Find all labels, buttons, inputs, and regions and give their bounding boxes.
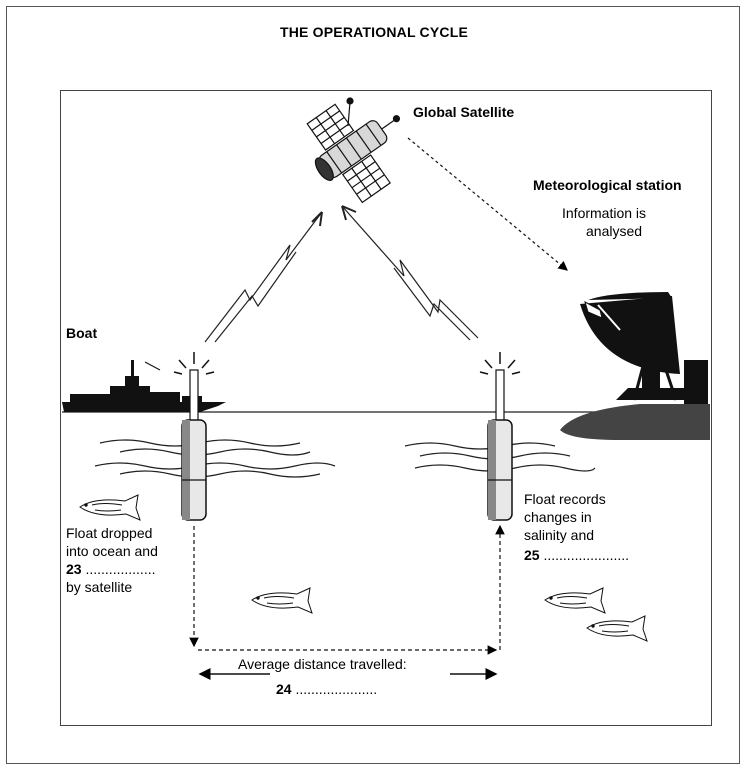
question-24[interactable]: 24 .....................: [276, 680, 377, 698]
question-23-blank[interactable]: ..................: [85, 561, 156, 577]
right-float-icon: [479, 352, 521, 521]
data-transfer-arrow: [407, 137, 568, 271]
station-info-line-1: Information is: [562, 205, 647, 221]
station-label: Meteorological station: [533, 177, 682, 193]
signal-left-icon: [204, 211, 323, 343]
left-text-line-1: Float dropped: [66, 525, 153, 541]
right-text-line-3: salinity and: [524, 527, 595, 543]
boat-icon: [62, 360, 226, 412]
fish-icon: [251, 587, 313, 614]
left-text-line-4: by satellite: [66, 579, 133, 595]
satellite-icon: [306, 97, 401, 204]
diagram-frame: [60, 90, 712, 726]
fish-icon: [544, 587, 606, 614]
station-info-line-2: analysed: [586, 223, 643, 239]
question-23-number: 23: [66, 561, 82, 577]
fish-icon: [79, 494, 141, 521]
left-float-icon: [173, 352, 215, 521]
satellite-dish-icon: [580, 292, 708, 404]
right-text-line-2: changes in: [524, 509, 592, 525]
left-text-line-2: into ocean and: [66, 543, 158, 559]
question-24-number: 24: [276, 681, 292, 697]
question-23[interactable]: 23 ..................: [66, 560, 155, 578]
land-shape: [560, 404, 710, 440]
question-25-blank[interactable]: ......................: [543, 547, 630, 563]
distance-label: Average distance travelled:: [238, 656, 407, 672]
waves: [94, 439, 596, 478]
question-25[interactable]: 25 ......................: [524, 546, 629, 564]
satellite-label: Global Satellite: [413, 104, 515, 120]
right-text-line-1: Float records: [524, 491, 606, 507]
fish-icon: [586, 615, 648, 642]
boat-label: Boat: [66, 325, 98, 341]
diagram-title: THE OPERATIONAL CYCLE: [279, 24, 469, 40]
question-24-blank[interactable]: .....................: [295, 681, 378, 697]
question-25-number: 25: [524, 547, 540, 563]
signal-right-icon: [341, 205, 479, 341]
page-frame: [6, 6, 740, 764]
